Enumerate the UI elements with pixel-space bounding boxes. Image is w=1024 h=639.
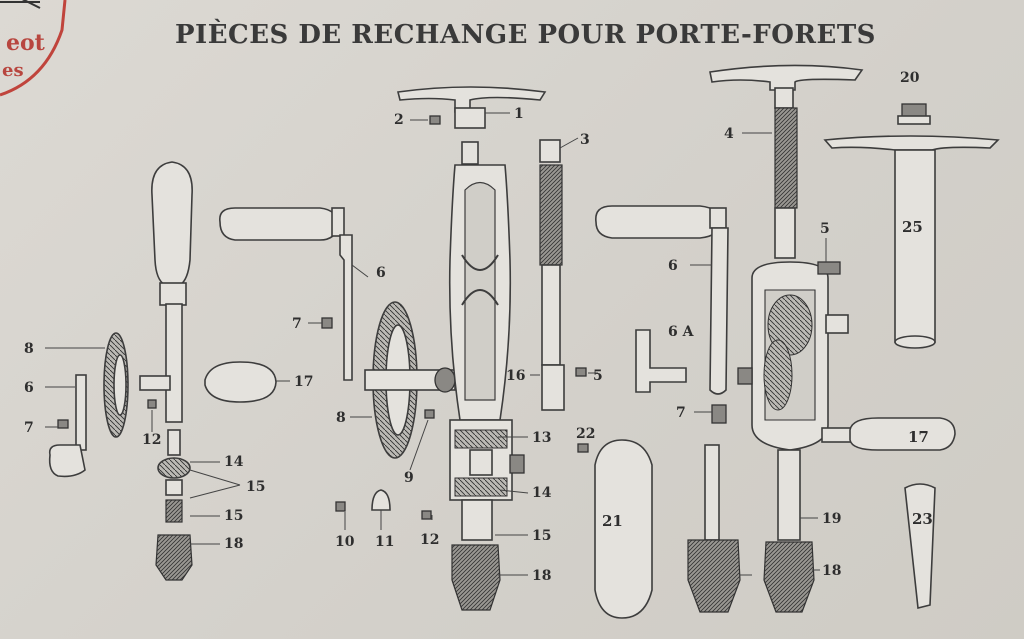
center-frame-drill <box>397 86 547 611</box>
label-8-left: 8 <box>24 341 34 357</box>
label-12-center: 12 <box>420 532 439 548</box>
label-18-center: 18 <box>532 568 551 584</box>
leader-lines <box>45 112 827 576</box>
label-7-right: 7 <box>676 405 686 421</box>
label-17-left: 17 <box>294 374 313 390</box>
label-15-left-a: 15 <box>246 479 265 495</box>
crank-gear-group <box>218 207 456 520</box>
label-18-right: 18 <box>822 563 841 579</box>
label-13: 13 <box>532 430 551 446</box>
logo-text-2: es <box>2 60 24 81</box>
label-22: 22 <box>576 426 595 442</box>
label-14-center: 14 <box>532 485 552 501</box>
label-3: 3 <box>580 132 590 148</box>
part-labels: 1 2 3 4 5 5 6 6 6 6 A 7 7 7 8 8 9 10 11 … <box>24 70 933 584</box>
label-10: 10 <box>335 534 355 550</box>
right-crank-group <box>577 205 741 619</box>
label-15-center: 15 <box>532 528 551 544</box>
label-23: 23 <box>912 510 933 528</box>
label-2: 2 <box>394 112 404 128</box>
label-18-left: 18 <box>224 536 243 552</box>
label-7-left: 7 <box>24 420 34 436</box>
label-6-left: 6 <box>24 380 34 396</box>
label-14-left: 14 <box>224 454 244 470</box>
right-big-drill <box>709 64 956 613</box>
label-17-right: 17 <box>908 428 929 446</box>
label-5-shaft: 5 <box>593 368 603 384</box>
page-title: PIÈCES DE RECHANGE POUR PORTE-FORETS <box>175 20 876 50</box>
label-6-right: 6 <box>668 258 678 274</box>
top-right-parts <box>823 103 1000 609</box>
label-1: 1 <box>514 106 524 122</box>
label-11: 11 <box>375 534 394 550</box>
label-9: 9 <box>404 470 414 486</box>
label-6a: 6 A <box>668 324 695 340</box>
logo-text-1: eot <box>6 30 46 56</box>
brand-logo: eot es <box>0 0 67 97</box>
left-drill <box>48 161 277 581</box>
label-4: 4 <box>724 126 734 142</box>
label-8-center: 8 <box>336 410 346 426</box>
label-5-right: 5 <box>820 221 830 237</box>
label-12-left: 12 <box>142 432 161 448</box>
label-16: 16 <box>506 368 525 384</box>
label-21: 21 <box>602 512 623 530</box>
label-25: 25 <box>902 218 923 236</box>
label-7-center: 7 <box>292 316 302 332</box>
label-6-center: 6 <box>376 265 386 281</box>
label-20: 20 <box>900 70 920 86</box>
label-19: 19 <box>822 511 841 527</box>
shaft-part <box>539 139 587 411</box>
label-15-left-b: 15 <box>224 508 243 524</box>
